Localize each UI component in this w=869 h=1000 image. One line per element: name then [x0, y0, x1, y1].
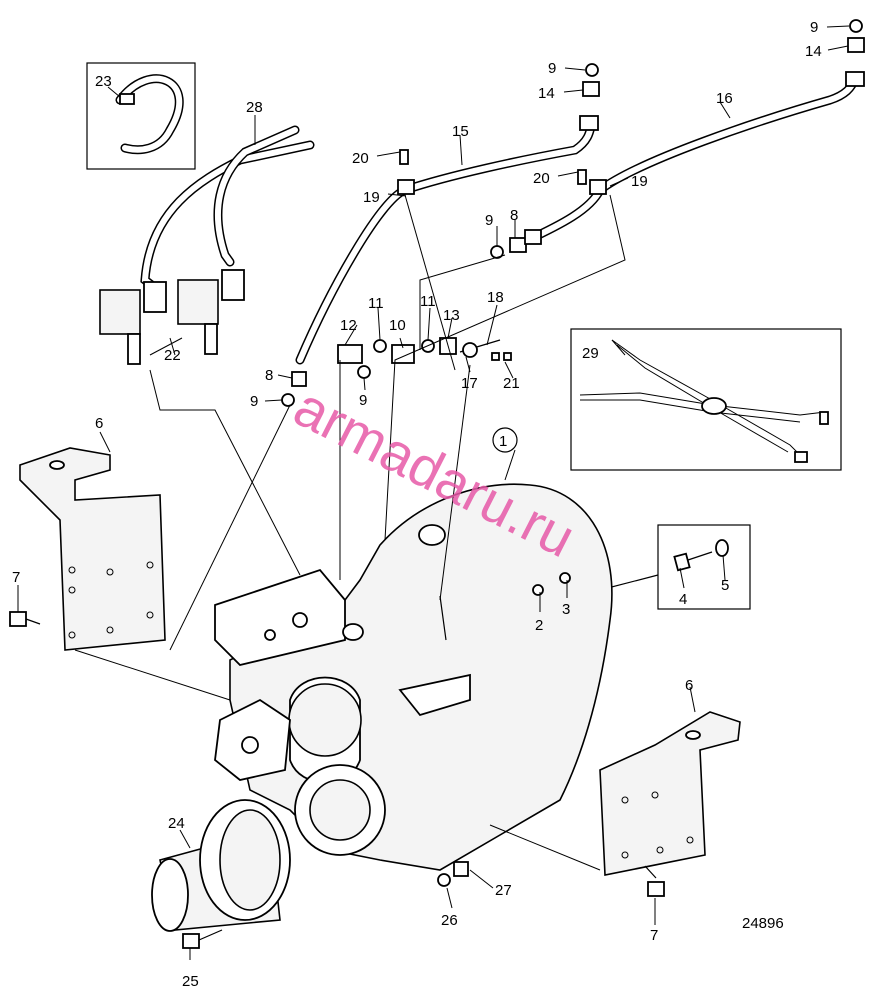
label-17: 17 [461, 375, 478, 392]
label-23: 23 [95, 73, 112, 90]
label-18: 18 [487, 289, 504, 306]
inset-box-29 [570, 328, 842, 471]
label-28: 28 [246, 99, 263, 116]
label-6-left: 6 [95, 415, 103, 432]
label-29: 29 [582, 345, 599, 362]
label-2: 2 [535, 617, 543, 634]
label-12: 12 [340, 317, 357, 334]
label-1: 1 [499, 433, 507, 450]
label-22: 22 [164, 347, 181, 364]
label-19-left: 19 [363, 189, 380, 206]
callout-circle-1 [492, 427, 518, 453]
label-11-b: 11 [420, 293, 436, 310]
label-6-right: 6 [685, 677, 693, 694]
bolts [9, 611, 665, 949]
label-14-b: 14 [805, 43, 822, 60]
solenoid-valves-22 [99, 269, 245, 365]
label-7-left: 7 [12, 569, 20, 586]
leader-lines [17, 25, 850, 960]
label-21: 21 [503, 375, 520, 392]
hose-16 [523, 73, 860, 245]
label-9-c: 9 [485, 212, 493, 229]
label-5: 5 [721, 577, 729, 594]
gearbox-housing-1 [214, 483, 613, 871]
label-3: 3 [562, 601, 570, 618]
label-7-right: 7 [650, 927, 658, 944]
diagram-number: 24896 [742, 915, 784, 932]
hose-15 [295, 117, 597, 365]
label-16: 16 [716, 90, 733, 107]
bracket-6-right [599, 711, 741, 876]
part-labels: 1 2 3 4 5 6 6 7 7 8 8 9 9 9 9 9 10 11 11… [12, 19, 822, 990]
hose-28 [140, 125, 315, 295]
label-19-right: 19 [631, 173, 648, 190]
label-14-a: 14 [538, 85, 555, 102]
fittings [281, 19, 865, 407]
connector-icon [119, 93, 135, 105]
label-8-left: 8 [265, 367, 273, 384]
inset-box-4-5 [599, 524, 751, 610]
label-4: 4 [679, 591, 687, 608]
bracket-6-left [19, 447, 166, 651]
label-13: 13 [443, 307, 460, 324]
label-11-a: 11 [368, 295, 384, 312]
label-27: 27 [495, 882, 512, 899]
label-15: 15 [452, 123, 469, 140]
label-8-top: 8 [510, 207, 518, 224]
label-9-e: 9 [250, 393, 258, 410]
label-9-d: 9 [359, 392, 367, 409]
label-20-left: 20 [352, 150, 369, 167]
label-10: 10 [389, 317, 406, 334]
valve-fitting-row [337, 337, 512, 379]
label-25: 25 [182, 973, 199, 990]
inset-box-23 [86, 62, 196, 170]
label-20-right: 20 [533, 170, 550, 187]
label-24: 24 [168, 815, 185, 832]
label-26: 26 [441, 912, 458, 929]
label-9-b: 9 [810, 19, 818, 36]
cylinder-24 [151, 799, 291, 932]
label-9-a: 9 [548, 60, 556, 77]
